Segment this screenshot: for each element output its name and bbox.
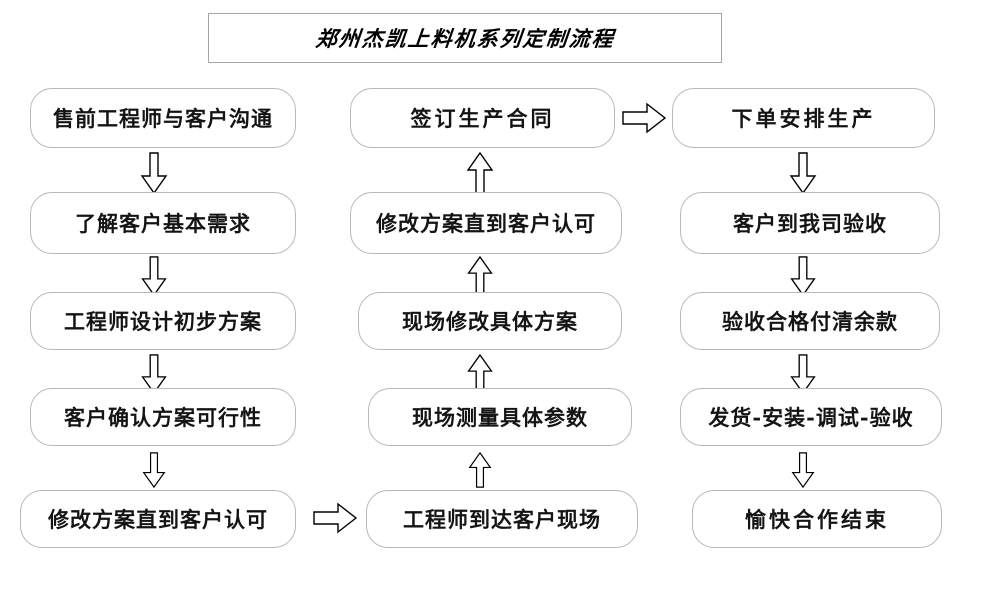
node-n4[interactable]: 客户确认方案可行性 — [30, 388, 296, 446]
node-n11[interactable]: 下单安排生产 — [672, 88, 935, 148]
node-n10[interactable]: 工程师到达客户现场 — [366, 490, 638, 548]
arrow-down-a13 — [790, 354, 816, 395]
node-n15[interactable]: 愉快合作结束 — [692, 490, 942, 548]
node-n12[interactable]: 客户到我司验收 — [680, 192, 940, 254]
diagram-title: 郑州杰凯上料机系列定制流程 — [314, 26, 616, 51]
node-label: 客户到我司验收 — [733, 211, 887, 236]
node-label: 下单安排生产 — [731, 106, 876, 131]
node-label: 了解客户基本需求 — [75, 211, 251, 236]
node-label: 售前工程师与客户沟通 — [53, 106, 273, 131]
node-n6[interactable]: 签订生产合同 — [350, 88, 615, 148]
arrow-right-a5 — [313, 502, 358, 534]
node-n2[interactable]: 了解客户基本需求 — [30, 192, 296, 254]
arrow-down-a11 — [789, 152, 817, 195]
node-n8[interactable]: 现场修改具体方案 — [358, 292, 622, 350]
diagram-title-box: 郑州杰凯上料机系列定制流程 — [208, 13, 722, 63]
node-n7[interactable]: 修改方案直到客户认可 — [350, 192, 622, 254]
arrow-down-a2 — [141, 256, 167, 297]
node-label: 签订生产合同 — [410, 106, 555, 131]
arrow-up-a9 — [466, 151, 494, 194]
arrow-down-a4 — [141, 452, 167, 489]
arrow-down-a3 — [141, 354, 167, 395]
node-label: 验收合格付清余款 — [722, 309, 898, 334]
node-n5[interactable]: 修改方案直到客户认可 — [20, 490, 296, 548]
node-label: 愉快合作结束 — [745, 507, 889, 532]
node-label: 客户确认方案可行性 — [64, 405, 262, 430]
node-label: 修改方案直到客户认可 — [48, 507, 268, 532]
node-label: 现场修改具体方案 — [402, 309, 578, 334]
node-n14[interactable]: 发货-安装-调试-验收 — [680, 388, 942, 446]
arrow-down-a14 — [790, 452, 816, 489]
arrow-down-a1 — [140, 152, 168, 195]
node-label: 现场测量具体参数 — [412, 405, 588, 430]
arrow-down-a12 — [790, 256, 816, 297]
node-n1[interactable]: 售前工程师与客户沟通 — [30, 88, 296, 148]
arrow-right-a10 — [620, 102, 668, 134]
node-n9[interactable]: 现场测量具体参数 — [368, 388, 632, 446]
node-n13[interactable]: 验收合格付清余款 — [680, 292, 940, 350]
node-label: 工程师到达客户现场 — [403, 507, 601, 532]
arrow-up-a6 — [467, 451, 493, 488]
node-label: 发货-安装-调试-验收 — [708, 405, 914, 430]
node-label: 工程师设计初步方案 — [64, 309, 262, 334]
arrow-up-a8 — [467, 255, 493, 296]
node-n3[interactable]: 工程师设计初步方案 — [30, 292, 296, 350]
node-label: 修改方案直到客户认可 — [376, 211, 596, 236]
